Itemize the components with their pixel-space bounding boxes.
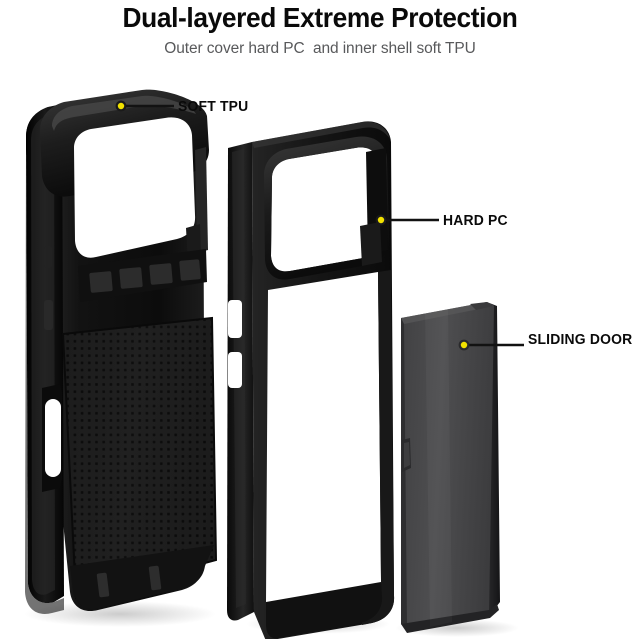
pc-camera-opening	[271, 147, 382, 272]
header: Dual-layered Extreme Protection Outer co…	[0, 0, 640, 58]
callout-label-hard-pc: HARD PC	[443, 213, 508, 229]
door-face	[401, 302, 497, 632]
door-groove-highlight	[404, 442, 410, 468]
pc-mute-cutout	[228, 352, 242, 388]
callout-leaders	[115, 100, 524, 351]
door-top-tab	[470, 302, 494, 310]
tpu-bottom-slots	[96, 565, 162, 598]
callout-dot-sliding-door[interactable]	[460, 341, 468, 349]
door-left-edge	[401, 318, 407, 626]
pc-open-window	[266, 272, 382, 617]
callout-dot-soft-tpu[interactable]	[117, 102, 125, 110]
component-pc-frame[interactable]	[227, 121, 395, 639]
callout-label-sliding-door: SLIDING DOOR	[528, 332, 633, 348]
callout-label-soft-tpu: SOFT TPU	[178, 99, 249, 115]
tpu-rail-sheen	[52, 95, 196, 131]
tpu-camera-opening	[74, 117, 196, 258]
callout-dot-hard-pc[interactable]	[377, 216, 385, 224]
tpu-texture-panel	[63, 318, 216, 598]
pc-volume-cutout	[228, 300, 242, 338]
door-bottom-bevel	[401, 604, 499, 633]
component-sliding-door[interactable]	[401, 302, 500, 633]
component-tpu-shell[interactable]	[25, 89, 230, 614]
page-subtitle: Outer cover hard PC and inner shell soft…	[164, 40, 476, 57]
tpu-texture-panel-border	[61, 316, 218, 600]
pc-top-highlight	[252, 121, 390, 148]
tpu-button-cutout	[45, 399, 61, 477]
tpu-mute-switch	[44, 246, 52, 268]
tpu-ribs	[89, 259, 201, 293]
tpu-volume-button	[44, 300, 53, 330]
page-title: Dual-layered Extreme Protection	[122, 2, 518, 33]
shadow-tpu	[24, 601, 216, 627]
pc-right-rail	[362, 270, 395, 625]
door-top-bevel	[401, 302, 494, 324]
pc-bottom-lip	[266, 582, 383, 639]
door-right-edge	[487, 302, 500, 616]
pc-camera-step	[360, 222, 382, 266]
